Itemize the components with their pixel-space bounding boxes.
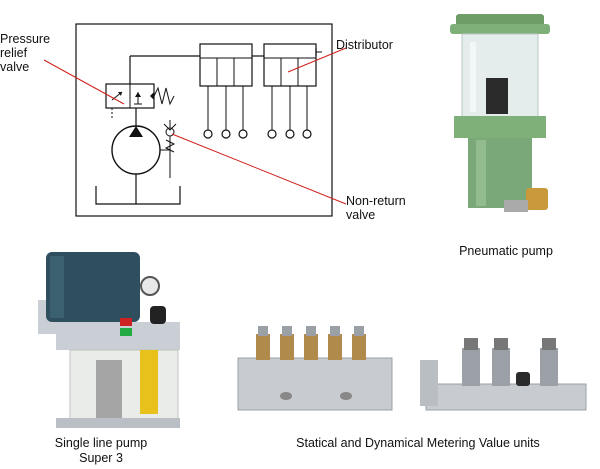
leader-distributor <box>287 47 347 73</box>
non-return-label-line-2: valve <box>346 208 376 222</box>
metering-units-photo <box>237 326 587 411</box>
pressure-relief-label-line-2: relief <box>0 46 28 60</box>
pressure-relief-label-line-3: valve <box>0 60 30 74</box>
pneumatic-pump-photo <box>450 14 550 212</box>
single-line-pump-caption-line-2: Super 3 <box>79 451 123 465</box>
distributor-2 <box>263 43 317 87</box>
distributor-label: Distributor <box>336 38 393 52</box>
pneumatic-pump-caption: Pneumatic pump <box>459 244 553 258</box>
distributor-2-outlets <box>267 86 312 139</box>
pressure-relief-label-line-1: Pressure <box>0 32 51 46</box>
pressure-relief-label: Pressure relief valve <box>0 32 50 74</box>
relief-spring <box>153 86 175 106</box>
leader-non-return <box>171 133 347 205</box>
metering-units-caption: Statical and Dynamical Metering Value un… <box>296 436 540 450</box>
leader-pressure-relief <box>43 59 125 105</box>
distributor-1-outlets <box>203 86 248 139</box>
distributor-1 <box>199 43 253 87</box>
pump-triangle <box>129 126 143 137</box>
single-line-pump-photo <box>38 252 180 428</box>
single-line-pump-caption-line-1: Single line pump <box>54 436 148 450</box>
non-return-label: Non-return valve <box>346 194 406 222</box>
reservoir-tank <box>95 186 181 205</box>
non-return-label-line-1: Non-return <box>346 194 406 208</box>
single-line-pump-caption: Single line pump Super 3 <box>46 436 156 466</box>
